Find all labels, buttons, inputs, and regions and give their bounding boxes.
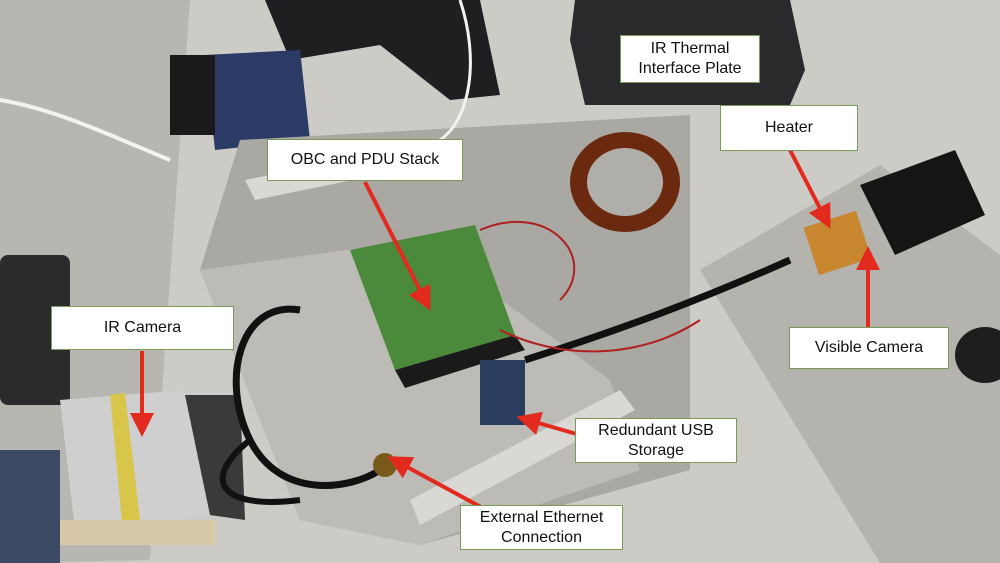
foam-base: [60, 520, 215, 545]
plate-hole: [955, 327, 1000, 383]
converter: [170, 55, 215, 135]
red-wire: [499, 319, 701, 353]
foam-strip: [265, 0, 500, 100]
label-visible-camera: Visible Camera: [789, 327, 949, 369]
label-external-ethernet: External Ethernet Connection: [460, 505, 623, 550]
phone: [0, 255, 70, 405]
sub-plate: [200, 240, 640, 545]
ir-camera-body: [60, 390, 210, 530]
black-cable: [219, 437, 301, 505]
red-wire-2: [479, 220, 576, 301]
dark-object: [0, 450, 60, 563]
label-ir-thermal-plate: IR Thermal Interface Plate: [620, 35, 760, 83]
label-obc-pdu-stack: OBC and PDU Stack: [267, 139, 463, 181]
pcb-edge: [395, 335, 525, 388]
label-redundant-usb-storage: Redundant USB Storage: [575, 418, 737, 463]
tape-roll-center: [587, 148, 663, 216]
ir-camera-stripe: [110, 393, 140, 522]
label-heater: Heater: [720, 105, 858, 151]
black-cable-loop: [232, 305, 382, 489]
white-cable-2: [439, 0, 472, 142]
power-supply: [205, 50, 310, 150]
ethernet-jack: [373, 453, 397, 477]
usb-board: [480, 360, 525, 425]
label-ir-camera: IR Camera: [51, 306, 234, 350]
camera-lens: [860, 150, 985, 255]
white-cable: [0, 98, 171, 162]
